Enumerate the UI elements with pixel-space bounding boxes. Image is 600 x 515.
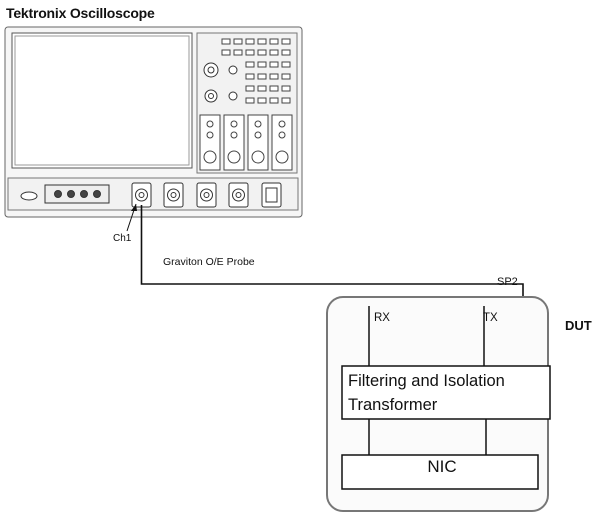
rx-label: RX	[374, 312, 390, 324]
dut-label: DUT	[565, 318, 592, 333]
test-point-label: SP2	[497, 276, 518, 288]
probe-label: Graviton O/E Probe	[163, 256, 255, 268]
oscilloscope-title: Tektronix Oscilloscope	[6, 5, 155, 21]
channel-input-connectors	[131, 182, 282, 208]
knob-icons	[203, 62, 238, 103]
tx-label: TX	[483, 312, 498, 324]
probe-cable	[140, 205, 524, 299]
nic-label: NIC	[427, 457, 457, 476]
nic-box	[341, 454, 539, 490]
oscilloscope	[4, 26, 303, 218]
channel-label: Ch1	[113, 233, 132, 244]
transformer-label: Filtering and Isolation Transformer	[348, 372, 505, 414]
front-panel-controls	[20, 184, 110, 204]
control-buttons	[221, 38, 291, 104]
channel-columns	[199, 114, 293, 171]
transformer-box	[341, 365, 551, 420]
